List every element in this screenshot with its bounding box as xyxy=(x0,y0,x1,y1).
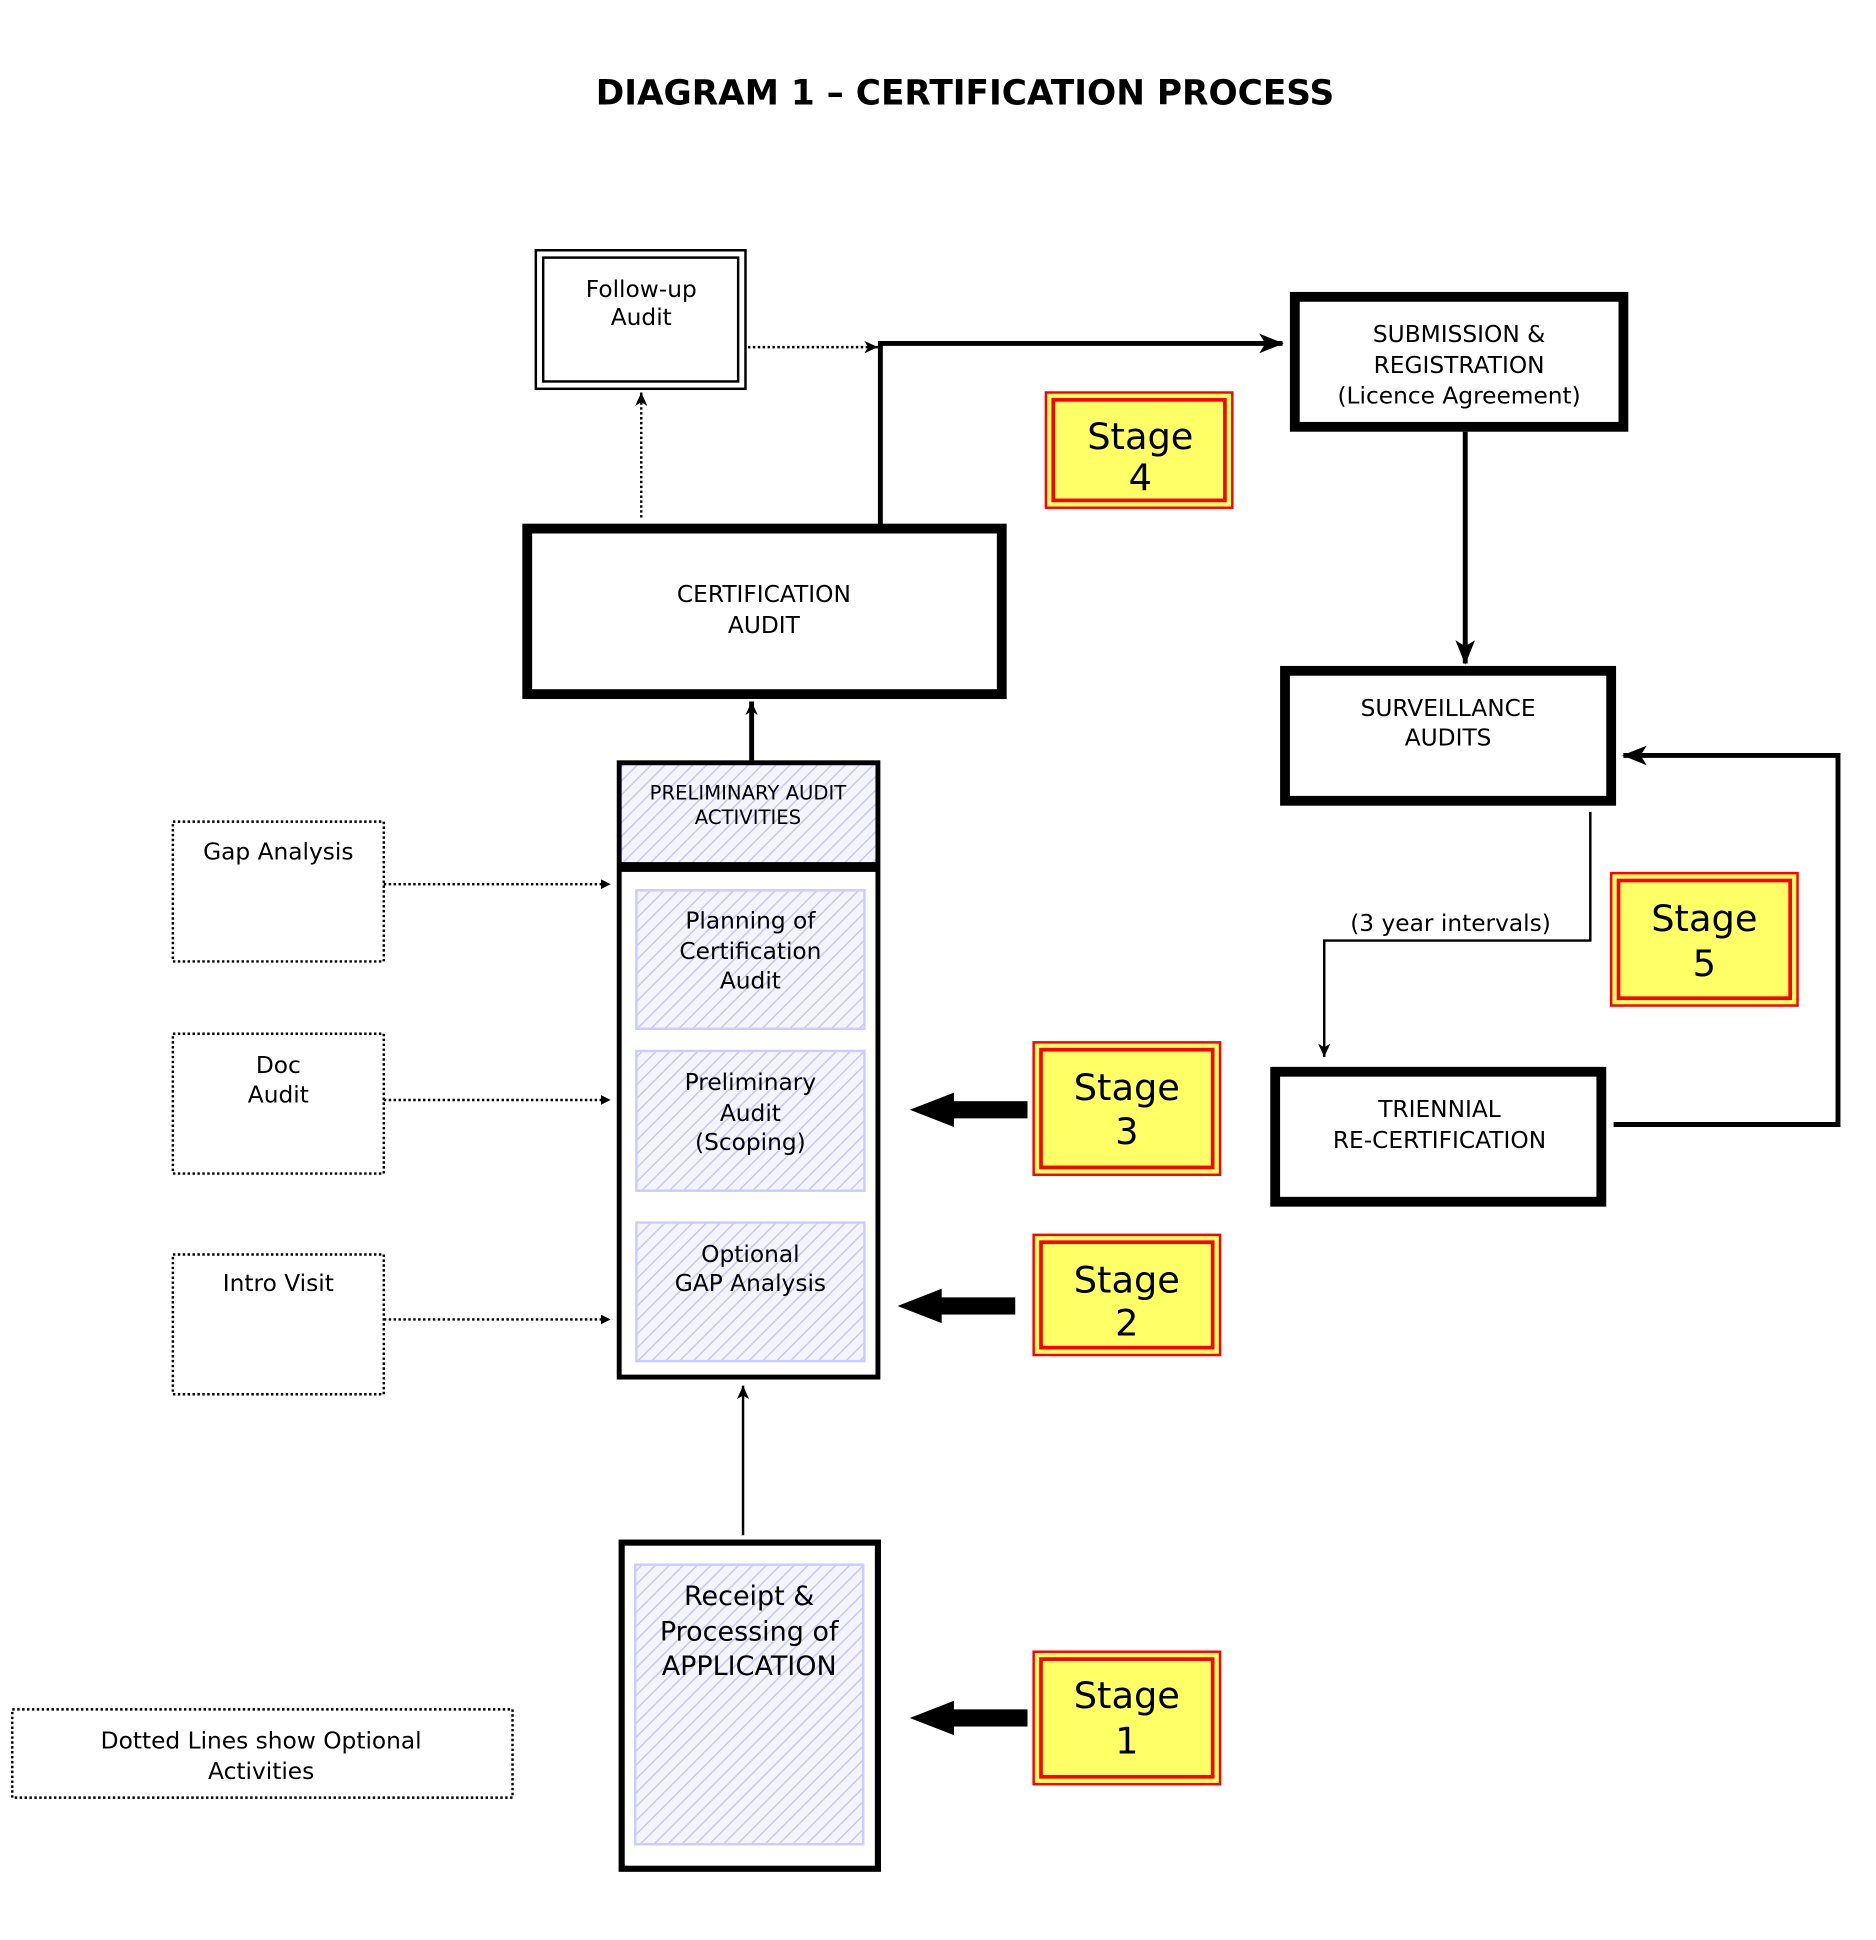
stage-2-pointer-arrow xyxy=(897,1288,1016,1324)
svg-text:4: 4 xyxy=(1129,457,1152,500)
svg-text:Stage: Stage xyxy=(1651,897,1757,940)
svg-text:Certification: Certification xyxy=(679,938,821,965)
node-optional-gap-analysis: Optional GAP Analysis xyxy=(635,1221,866,1363)
svg-text:REGISTRATION: REGISTRATION xyxy=(1374,352,1545,379)
edge-certification-to-submission xyxy=(877,333,1284,525)
svg-text:CERTIFICATION: CERTIFICATION xyxy=(677,581,851,608)
legend-dotted-lines: Dotted Lines show Optional Activities xyxy=(11,1708,514,1799)
stage-badge-4: Stage 4 xyxy=(1044,391,1234,509)
svg-text:Stage: Stage xyxy=(1074,1066,1180,1109)
svg-text:Intro Visit: Intro Visit xyxy=(223,1270,334,1297)
svg-text:Processing of: Processing of xyxy=(660,1617,840,1648)
svg-text:RE-CERTIFICATION: RE-CERTIFICATION xyxy=(1333,1127,1546,1154)
svg-text:Audit: Audit xyxy=(720,967,781,994)
svg-text:AUDIT: AUDIT xyxy=(728,612,801,639)
svg-text:2: 2 xyxy=(1115,1301,1138,1344)
edge-triennial-to-surveillance xyxy=(1613,745,1841,1127)
diagram-title: DIAGRAM 1 – CERTIFICATION PROCESS xyxy=(596,73,1334,113)
svg-text:Stage: Stage xyxy=(1074,1258,1180,1301)
node-preliminary-audit-scoping: Preliminary Audit (Scoping) xyxy=(635,1049,866,1192)
svg-text:APPLICATION: APPLICATION xyxy=(662,1651,837,1682)
node-triennial-recertification: TRIENNIAL RE-CERTIFICATION xyxy=(1270,1066,1607,1207)
edge-surveillance-to-triennial xyxy=(1318,811,1592,1058)
svg-text:TRIENNIAL: TRIENNIAL xyxy=(1377,1096,1501,1123)
svg-text:(Scoping): (Scoping) xyxy=(695,1129,806,1156)
stage-badge-2: Stage 2 xyxy=(1032,1233,1222,1357)
svg-text:Audit: Audit xyxy=(611,304,672,331)
svg-text:GAP Analysis: GAP Analysis xyxy=(675,1270,826,1297)
svg-text:Audit: Audit xyxy=(720,1100,781,1127)
svg-text:3: 3 xyxy=(1115,1110,1138,1153)
svg-text:Doc: Doc xyxy=(256,1052,301,1079)
stage-1-pointer-arrow xyxy=(909,1700,1028,1736)
svg-text:Audit: Audit xyxy=(248,1081,309,1108)
svg-text:Preliminary: Preliminary xyxy=(685,1069,817,1096)
svg-text:1: 1 xyxy=(1115,1720,1138,1763)
svg-text:SURVEILLANCE: SURVEILLANCE xyxy=(1361,695,1536,722)
stage-badge-5: Stage 5 xyxy=(1609,871,1799,1007)
node-planning-certification-audit: Planning of Certification Audit xyxy=(635,889,866,1031)
svg-text:(Licence Agreement): (Licence Agreement) xyxy=(1337,383,1580,410)
svg-text:Follow-up: Follow-up xyxy=(586,276,697,303)
svg-text:Activities: Activities xyxy=(208,1758,314,1785)
svg-text:Planning of: Planning of xyxy=(685,907,816,934)
stage-3-pointer-arrow xyxy=(909,1092,1028,1127)
svg-text:Stage: Stage xyxy=(1087,415,1193,458)
node-follow-up-audit: Follow-up Audit xyxy=(534,249,747,391)
svg-text:Stage: Stage xyxy=(1074,1674,1180,1717)
svg-text:Optional: Optional xyxy=(701,1241,799,1268)
svg-text:SUBMISSION &: SUBMISSION & xyxy=(1373,321,1545,348)
svg-text:PRELIMINARY AUDIT: PRELIMINARY AUDIT xyxy=(650,782,848,805)
svg-text:Gap Analysis: Gap Analysis xyxy=(203,839,353,866)
svg-text:Dotted Lines show Optional: Dotted Lines show Optional xyxy=(101,1728,422,1755)
svg-text:ACTIVITIES: ACTIVITIES xyxy=(695,806,801,829)
svg-text:AUDITS: AUDITS xyxy=(1405,725,1492,752)
node-receipt-processing-application: Receipt & Processing of APPLICATION xyxy=(618,1539,881,1872)
node-intro-visit-optional: Intro Visit xyxy=(171,1253,386,1396)
svg-text:Receipt &: Receipt & xyxy=(684,1581,814,1612)
node-gap-analysis-optional: Gap Analysis xyxy=(171,820,386,963)
stage-badge-1: Stage 1 xyxy=(1032,1650,1222,1786)
svg-text:5: 5 xyxy=(1693,942,1716,985)
node-doc-audit-optional: Doc Audit xyxy=(171,1032,386,1175)
edge-label-three-year-intervals: (3 year intervals) xyxy=(1350,910,1551,937)
stage-badge-3: Stage 3 xyxy=(1032,1041,1222,1176)
node-submission-registration: SUBMISSION & REGISTRATION (Licence Agree… xyxy=(1289,291,1629,432)
node-preliminary-audit-activities: PRELIMINARY AUDIT ACTIVITIES xyxy=(616,760,881,868)
node-certification-audit: CERTIFICATION AUDIT xyxy=(522,523,1007,700)
node-surveillance-audits: SURVEILLANCE AUDITS xyxy=(1280,665,1617,806)
